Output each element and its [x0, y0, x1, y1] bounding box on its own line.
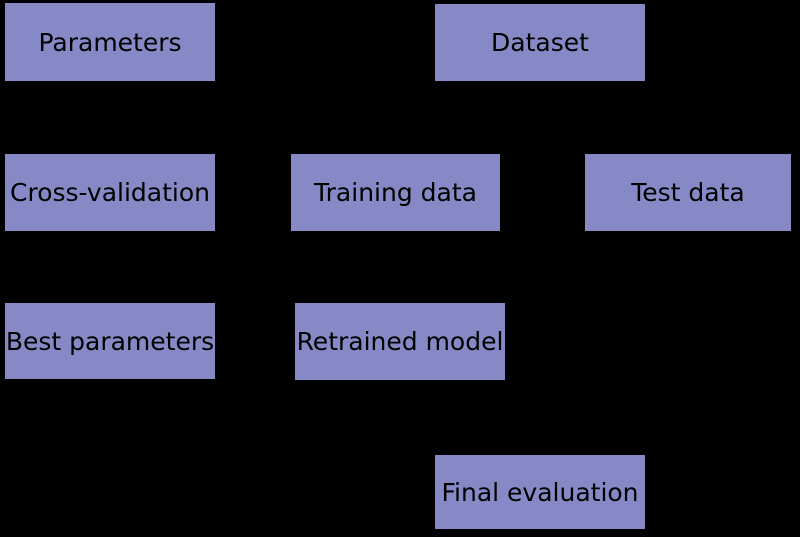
node-dataset: Dataset: [433, 2, 647, 83]
node-best-parameters-label: Best parameters: [5, 326, 215, 356]
node-cross-validation: Cross-validation: [3, 152, 217, 233]
node-parameters-label: Parameters: [38, 27, 182, 57]
node-test-data-label: Test data: [631, 178, 745, 207]
node-cross-validation-label: Cross-validation: [10, 178, 210, 207]
node-parameters: Parameters: [3, 1, 217, 83]
node-final-evaluation: Final evaluation: [433, 453, 647, 531]
node-retrained-model-label: Retrained model: [296, 327, 504, 356]
node-training-data-label: Training data: [314, 178, 477, 207]
node-best-parameters: Best parameters: [3, 301, 217, 381]
node-test-data: Test data: [583, 152, 793, 233]
node-retrained-model: Retrained model: [293, 301, 507, 382]
node-final-evaluation-label: Final evaluation: [441, 477, 639, 507]
node-dataset-label: Dataset: [491, 28, 589, 57]
node-training-data: Training data: [289, 152, 502, 233]
